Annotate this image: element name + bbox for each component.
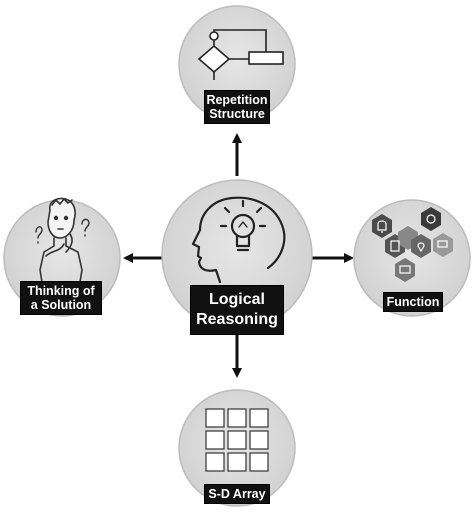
center-label: Logical Reasoning [190, 285, 284, 335]
right-label-text: Function [386, 295, 440, 309]
chat-icon [433, 233, 453, 257]
location-icon [411, 234, 431, 258]
grid-3x3-icon [205, 408, 269, 472]
left-label-line1: Thinking of [27, 284, 95, 298]
dollar-icon [421, 207, 441, 231]
bottom-label-text: S-D Array [208, 487, 266, 501]
left-label-line2: a Solution [30, 298, 92, 312]
bell-icon [372, 214, 392, 238]
top-label-line1: Repetition [206, 93, 268, 107]
thinking-person-icon [35, 197, 90, 283]
screen-icon [395, 258, 415, 282]
bottom-label: S-D Array [204, 484, 270, 504]
center-label-line2: Reasoning [196, 311, 278, 328]
left-label: Thinking of a Solution [20, 281, 102, 315]
connector-arrows [123, 133, 354, 378]
right-label: Function [383, 292, 443, 312]
center-label-line1: Logical [208, 291, 265, 308]
flowchart-icon [197, 29, 284, 80]
head-lightbulb-icon [191, 196, 286, 284]
top-label-line2: Structure [209, 107, 265, 121]
hexagon-icons-cluster [372, 207, 453, 282]
top-label: Repetition Structure [204, 90, 270, 124]
